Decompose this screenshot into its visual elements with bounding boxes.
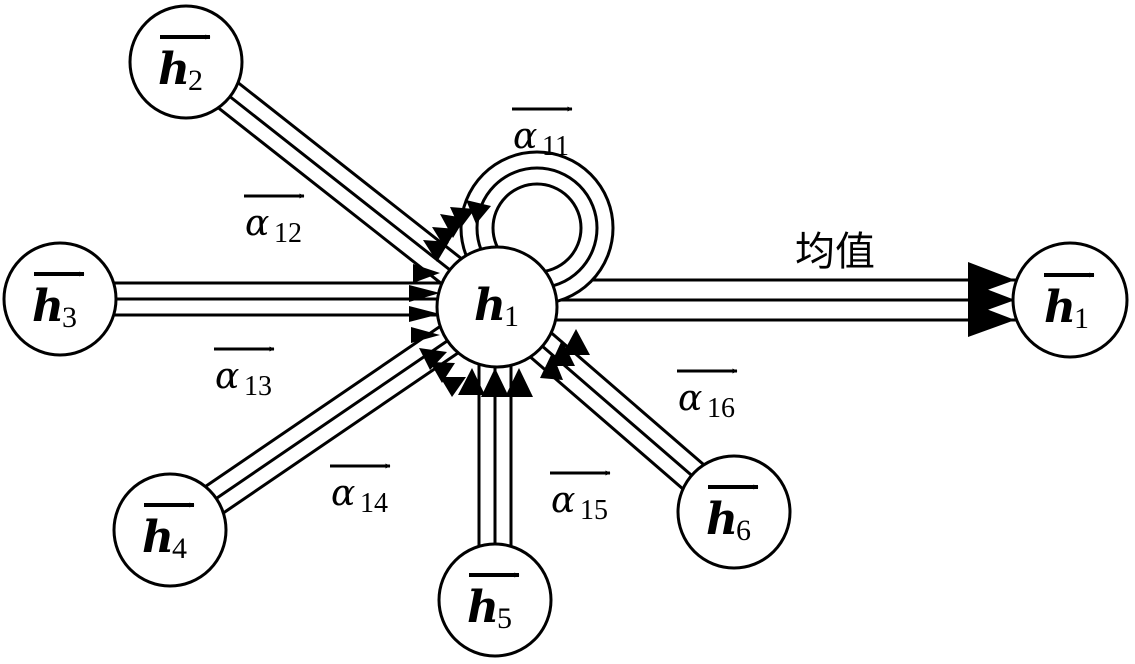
node-h2: h 2	[128, 4, 244, 120]
label-alpha-11: α 11	[512, 106, 573, 162]
svg-text:α: α	[215, 356, 239, 397]
svg-text:16: 16	[707, 393, 735, 424]
label-alpha-12: α 12	[244, 193, 305, 249]
svg-text:1: 1	[1074, 302, 1089, 335]
svg-text:h: h	[706, 494, 738, 545]
node-h1-output: h 1	[1011, 241, 1129, 359]
label-alpha-13: α 13	[214, 346, 275, 402]
node-h1-center: h 1	[435, 245, 559, 369]
output-arrowheads	[968, 262, 1015, 337]
svg-text:h: h	[467, 582, 499, 633]
label-alpha-14: α 14	[330, 463, 391, 519]
incoming-arrowheads	[409, 200, 590, 397]
svg-text:h: h	[142, 512, 174, 563]
label-alpha-16: α 16	[677, 368, 738, 424]
node-h4: h 4	[112, 472, 228, 588]
svg-text:α: α	[245, 203, 269, 244]
edge-h2-h1	[175, 48, 508, 321]
edge-h4-h1	[160, 292, 507, 545]
svg-text:α: α	[331, 473, 355, 514]
node-h6: h 6	[676, 454, 792, 570]
svg-text:h: h	[1044, 282, 1076, 333]
svg-text:13: 13	[244, 371, 272, 402]
mean-label: 均值	[795, 229, 875, 275]
svg-text:4: 4	[172, 532, 187, 565]
svg-text:12: 12	[274, 218, 302, 249]
node-h3: h 3	[2, 241, 118, 357]
svg-text:α: α	[678, 378, 702, 419]
svg-text:α: α	[551, 480, 575, 521]
svg-text:h: h	[32, 281, 64, 332]
svg-text:6: 6	[736, 514, 751, 547]
svg-text:5: 5	[497, 602, 512, 635]
svg-text:3: 3	[62, 301, 77, 334]
svg-text:h: h	[474, 280, 506, 331]
svg-text:α: α	[513, 116, 537, 157]
svg-text:15: 15	[580, 495, 608, 526]
node-h5: h 5	[437, 542, 553, 658]
svg-text:2: 2	[188, 64, 203, 97]
svg-text:1: 1	[504, 300, 519, 333]
svg-text:11: 11	[542, 131, 569, 162]
svg-text:14: 14	[360, 488, 388, 519]
label-alpha-15: α 15	[550, 470, 611, 526]
svg-text:h: h	[158, 44, 190, 95]
